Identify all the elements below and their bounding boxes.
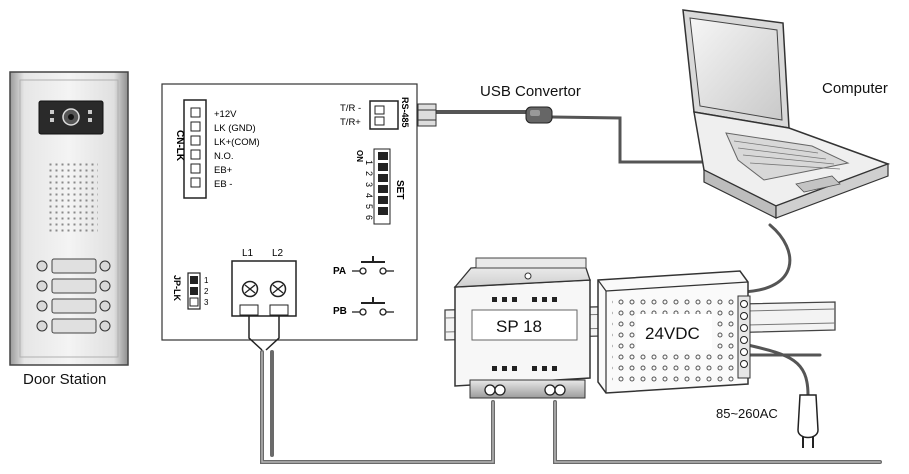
sp18-label: SP 18 <box>496 317 542 336</box>
cn-lk-pin-6: EB - <box>214 179 232 190</box>
dip-on-label: ON <box>355 150 364 162</box>
dip-num-6: 6 <box>364 215 374 220</box>
jp-lk-title: JP-LK <box>172 275 182 302</box>
pa-label: PA <box>333 266 346 277</box>
sp18-distributor: SP 18 <box>453 257 591 399</box>
cn-lk-pin-5: EB+ <box>214 165 233 176</box>
cn-lk-pin-4: N.O. <box>214 151 234 162</box>
dip-switch-set: ON 1 2 3 4 5 6 SET <box>355 148 405 225</box>
dip-num-2: 2 <box>364 171 374 176</box>
set-label: SET <box>394 180 405 199</box>
control-board: CN-LK +12V LK (GND) LK+(COM) N.O. EB+ EB… <box>161 83 437 351</box>
dip-num-5: 5 <box>364 204 374 209</box>
cables <box>260 110 882 464</box>
rs485-pin-2: T/R+ <box>340 117 361 128</box>
cn-lk-connector: CN-LK +12V LK (GND) LK+(COM) N.O. EB+ EB… <box>174 99 260 199</box>
psu-label: 24VDC <box>645 324 700 343</box>
cn-lk-title: CN-LK <box>174 130 185 162</box>
power-supply-24vdc: 24VDC <box>597 270 751 394</box>
jp-lk-pin-2: 2 <box>204 287 209 296</box>
terminal-label-l2: L2 <box>272 248 284 259</box>
usb-convertor-label: USB Convertor <box>480 83 581 100</box>
call-buttons <box>36 258 111 334</box>
ac-input-label: 85~260AC <box>716 406 778 421</box>
cn-lk-pin-2: LK (GND) <box>214 123 256 134</box>
ac-power-plug: 85~260AC <box>716 394 819 448</box>
terminal-label-l1: L1 <box>242 248 254 259</box>
rs485-connector: T/R - T/R+ RS-485 <box>340 97 437 130</box>
computer-laptop: Computer <box>682 9 891 219</box>
usb-convertor: USB Convertor <box>480 83 716 168</box>
jp-lk-pin-3: 3 <box>204 298 209 307</box>
jp-lk-jumper: JP-LK 1 2 3 <box>172 272 209 310</box>
rs485-title: RS-485 <box>400 97 410 128</box>
door-station-label: Door Station <box>23 371 106 388</box>
jp-lk-pin-1: 1 <box>204 276 209 285</box>
rs485-pin-1: T/R - <box>340 103 361 114</box>
pa-button-symbol: PA <box>333 256 394 277</box>
dip-num-1: 1 <box>364 160 374 165</box>
pb-label: PB <box>333 306 347 317</box>
speaker-grille <box>46 163 98 235</box>
psu-terminal-screws <box>737 295 751 379</box>
door-station: Door Station <box>9 71 129 388</box>
dip-num-3: 3 <box>364 182 374 187</box>
dip-num-4: 4 <box>364 193 374 198</box>
terminal-block-l1-l2: L1 L2 <box>231 248 297 351</box>
pb-button-symbol: PB <box>333 297 394 317</box>
cn-lk-pin-1: +12V <box>214 109 237 120</box>
computer-label: Computer <box>822 80 888 97</box>
cn-lk-pin-3: LK+(COM) <box>214 137 260 148</box>
